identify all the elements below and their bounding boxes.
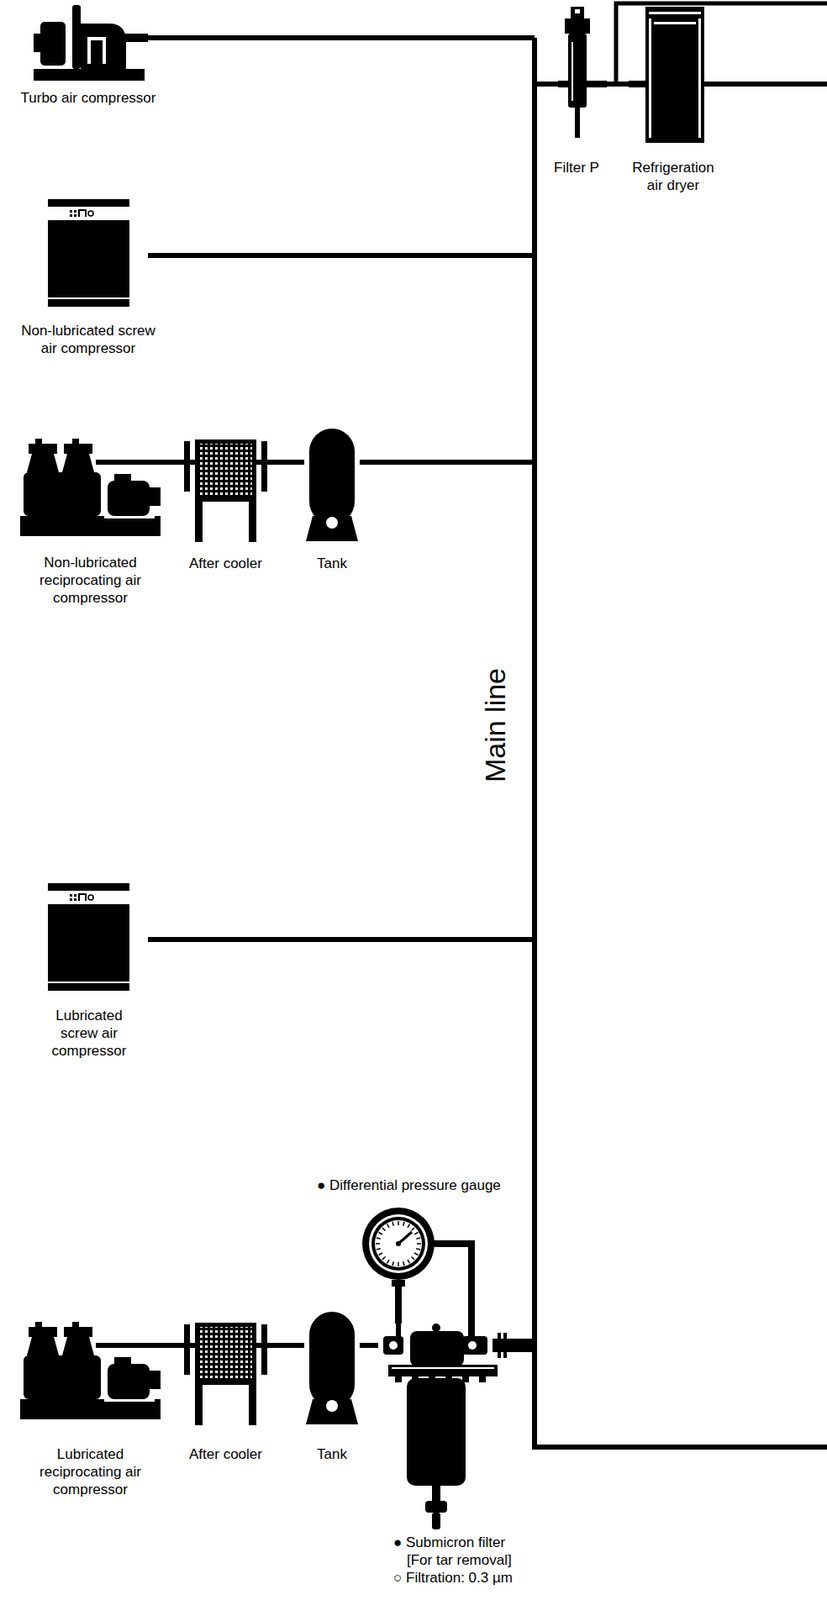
- equipment-node: Filter P: [546, 5, 607, 177]
- pipe: [147, 937, 535, 943]
- pipe-connector: [267, 459, 305, 465]
- flange-bolt: [462, 1376, 469, 1383]
- flange-bolt: [428, 1376, 436, 1383]
- equipment-label: ● Submicron filter: [378, 1533, 534, 1552]
- gauge-tick: [382, 1227, 386, 1232]
- gauge-tick: [382, 1257, 386, 1261]
- gauge-tick: [376, 1237, 381, 1239]
- equipment-label: ○ Filtration: 0.3 µm: [378, 1569, 534, 1587]
- gauge-tick: [392, 1222, 394, 1227]
- equipment-node: Lubricated screw air compressor: [38, 883, 140, 1060]
- equipment-node: Refrigeration air dryer: [628, 5, 718, 195]
- gauge-tick: [416, 1248, 421, 1250]
- pipe: [704, 81, 827, 87]
- gauge-tick: [411, 1257, 416, 1261]
- gauge-tick: [407, 1224, 411, 1228]
- equipment-label: After cooler: [184, 554, 268, 573]
- pipe-connector: [606, 81, 629, 87]
- tank-icon: [305, 428, 359, 542]
- pipe-connector: [160, 459, 185, 465]
- equipment-label: Tank: [304, 554, 360, 573]
- gauge-tick: [392, 1261, 394, 1266]
- equipment-label: After cooler: [184, 1445, 268, 1464]
- gauge-tick: [407, 1259, 411, 1264]
- equipment-label: Tank: [304, 1445, 360, 1464]
- gauge-tick: [387, 1259, 390, 1264]
- equipment-label: [For tar removal]: [378, 1551, 534, 1570]
- equipment-label: Refrigeration air dryer: [628, 158, 718, 195]
- submicron-filter-icon: [383, 1322, 498, 1530]
- gauge-tick: [414, 1253, 418, 1256]
- after-cooler-icon: [184, 439, 268, 543]
- equipment-label: Non-lubricated screw air compressor: [16, 321, 160, 358]
- flange-bolt: [411, 1376, 419, 1383]
- equipment-node: ● Submicron filter[For tar removal]○ Fil…: [378, 1323, 534, 1587]
- pipe-connector: [395, 1285, 402, 1324]
- gauge-tick: [403, 1261, 405, 1266]
- main-line-label: Main line: [478, 668, 512, 783]
- gauge-tick: [414, 1232, 418, 1236]
- flange-bolt: [395, 1376, 402, 1383]
- reciprocating-compressor-icon: [20, 438, 161, 537]
- equipment-label: Lubricated reciprocating air compressor: [37, 1445, 143, 1499]
- flange-bolt: [445, 1376, 453, 1383]
- pipe-flange: [503, 1332, 507, 1359]
- turbo-compressor-icon: [33, 5, 148, 81]
- gauge-tick: [411, 1227, 416, 1232]
- pipe: [147, 252, 535, 259]
- screw-compressor-icon: [47, 199, 130, 307]
- equipment-node: Tank: [304, 1322, 360, 1464]
- pipe-connector: [267, 1343, 305, 1349]
- gauge-tick: [375, 1243, 380, 1245]
- gauge-tick: [416, 1243, 422, 1245]
- equipment-node: Turbo air compressor: [4, 5, 173, 107]
- main-line-pipe: [534, 37, 827, 1448]
- pipe: [359, 459, 535, 465]
- screw-compressor-icon: [47, 883, 130, 991]
- pipe-connector: [359, 1343, 379, 1349]
- pipe-flange: [497, 1332, 501, 1359]
- equipment-label: Turbo air compressor: [4, 89, 173, 107]
- gauge-tick: [376, 1248, 381, 1250]
- pressure-gauge-icon: [362, 1207, 472, 1338]
- equipment-label: Non-lubricated reciprocating air compres…: [37, 553, 143, 607]
- gauge-tick: [397, 1262, 400, 1267]
- gauge-tick: [416, 1237, 421, 1239]
- gauge-tick: [397, 1221, 400, 1226]
- equipment-node: After cooler: [184, 441, 268, 573]
- flange-bolt: [479, 1376, 486, 1383]
- after-cooler-icon: [184, 1322, 268, 1426]
- gauge-tick: [403, 1222, 405, 1227]
- gauge-tick: [379, 1253, 383, 1256]
- gauge-tick: [387, 1224, 390, 1228]
- equipment-label: ● Differential pressure gauge: [316, 1176, 527, 1195]
- equipment-node: ● Differential pressure gauge: [316, 1176, 527, 1286]
- equipment-node: Non-lubricated reciprocating air compres…: [20, 438, 161, 607]
- equipment-node: Tank: [304, 428, 360, 573]
- equipment-node: After cooler: [184, 1322, 268, 1464]
- refrigeration-dryer-icon: [628, 6, 705, 143]
- pipe-connector: [160, 1343, 185, 1349]
- tank-icon: [305, 1311, 359, 1425]
- equipment-node: Lubricated reciprocating air compressor: [20, 1322, 161, 1499]
- equipment-label: Lubricated screw air compressor: [39, 1006, 139, 1060]
- equipment-node: Non-lubricated screw air compressor: [12, 199, 164, 358]
- equipment-label: Filter P: [546, 158, 607, 177]
- filter-p-icon: [558, 6, 607, 138]
- reciprocating-compressor-icon: [20, 1322, 161, 1420]
- pipe: [147, 35, 535, 41]
- gauge-tick: [379, 1232, 383, 1236]
